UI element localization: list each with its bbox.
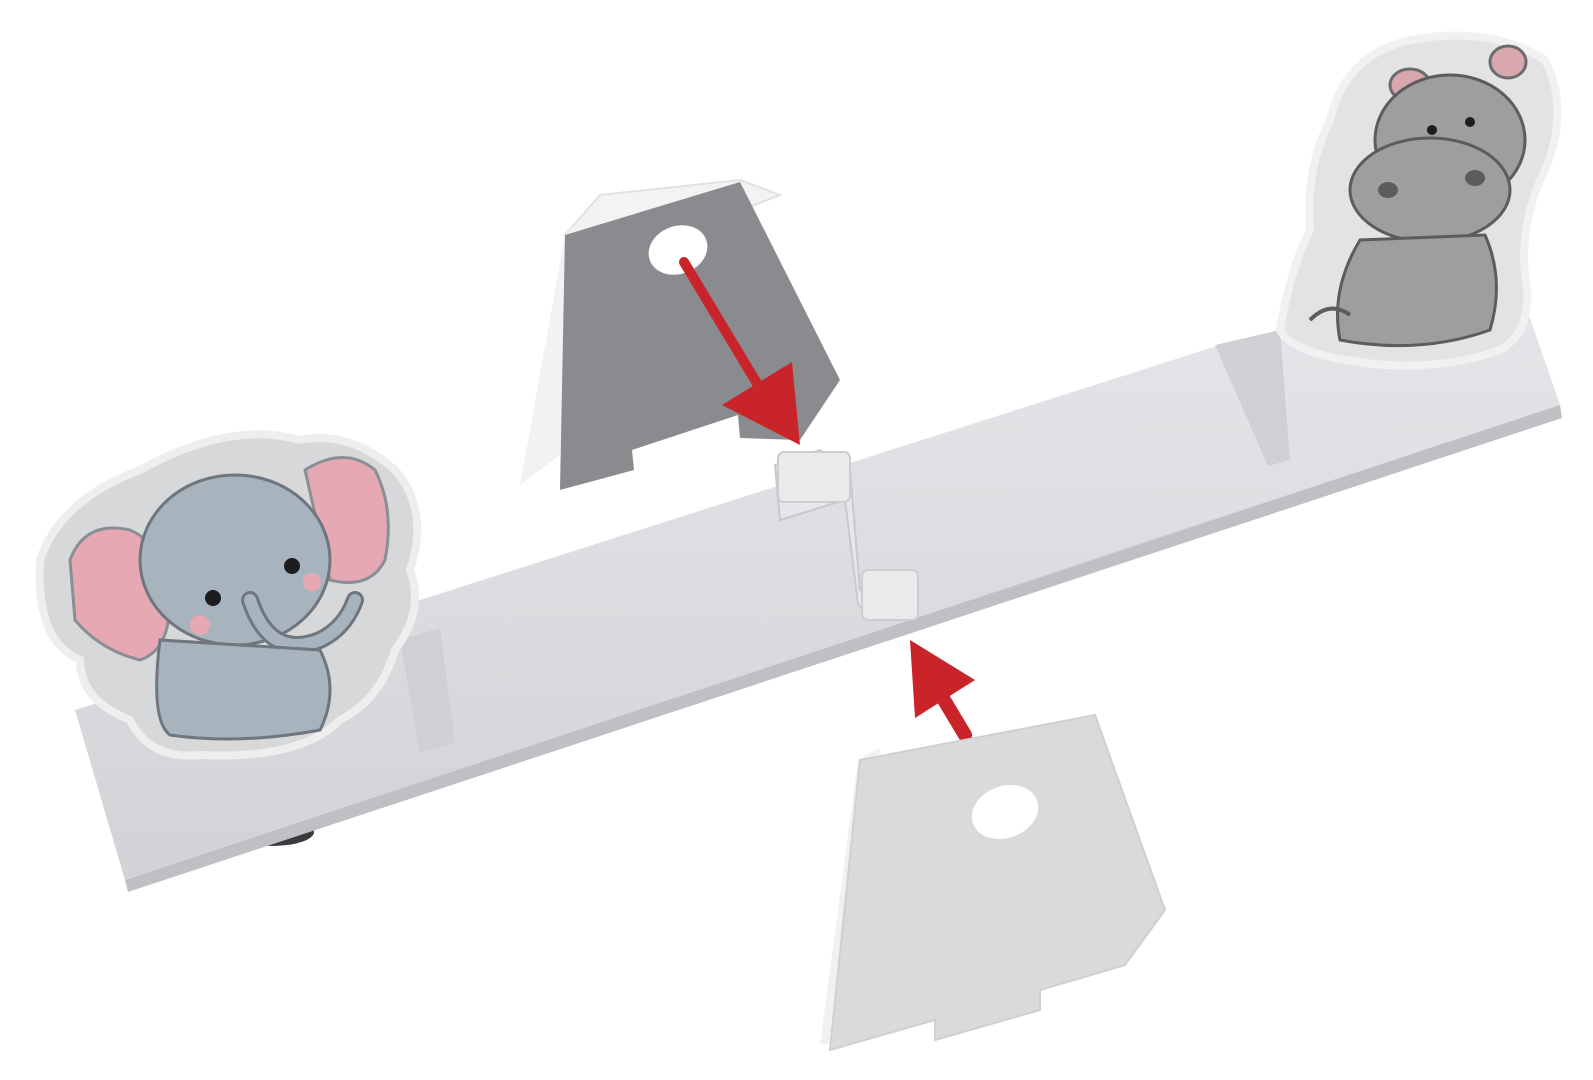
board-front-edge bbox=[125, 405, 1562, 892]
elephant-left-cheek bbox=[190, 615, 210, 635]
board-left-step bbox=[400, 628, 455, 752]
hippo-figure bbox=[1275, 31, 1562, 370]
front-support-face bbox=[828, 713, 1167, 1052]
hippo-left-nostril bbox=[1378, 182, 1398, 198]
hippo-snout bbox=[1348, 136, 1512, 244]
hippo-right-ear bbox=[1488, 44, 1528, 80]
elephant-head bbox=[138, 473, 332, 647]
arrow-rear-head bbox=[722, 362, 800, 445]
hippo-left-eye bbox=[1427, 125, 1437, 135]
hippo-right-eye bbox=[1465, 117, 1475, 127]
rear-support bbox=[520, 178, 840, 490]
center-hub-block-lower bbox=[861, 569, 919, 621]
elephant-right-eye bbox=[284, 558, 300, 574]
board-right-step bbox=[1215, 330, 1290, 466]
elephant-body bbox=[155, 638, 332, 741]
arrow-front-head bbox=[910, 640, 975, 718]
hippo-right-nostril bbox=[1465, 170, 1485, 186]
elephant-figure bbox=[35, 430, 422, 760]
arrow-rear-shaft bbox=[679, 257, 775, 410]
elephant-right-cheek bbox=[303, 573, 321, 591]
front-support bbox=[820, 713, 1167, 1052]
arrow-front-to-hub bbox=[910, 640, 975, 742]
elephant-trunk-fill bbox=[244, 594, 361, 651]
center-hub-block bbox=[777, 451, 851, 503]
arrow-rear-to-hub bbox=[679, 257, 800, 445]
hippo-body bbox=[1336, 233, 1498, 348]
seesaw-board bbox=[75, 318, 1562, 892]
center-hub bbox=[773, 448, 919, 622]
hippo-left-leg bbox=[1308, 306, 1352, 322]
rear-support-hole bbox=[648, 225, 708, 275]
elephant-left-eye bbox=[205, 590, 221, 606]
front-support-hole bbox=[971, 784, 1039, 840]
